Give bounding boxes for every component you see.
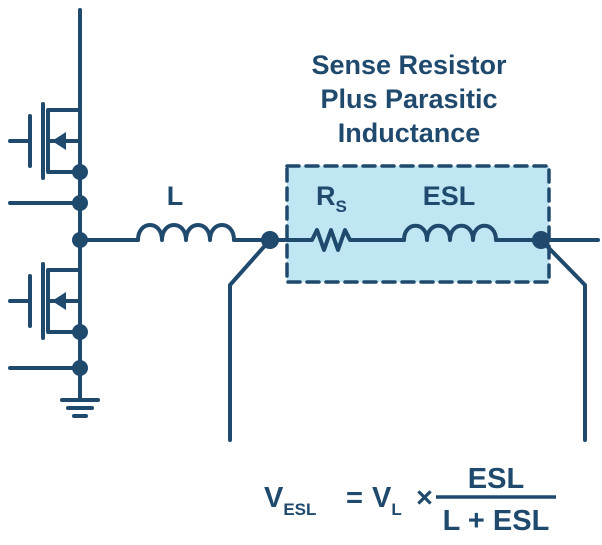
junction-dot	[72, 324, 88, 340]
junction-dots	[72, 164, 550, 376]
title-line-2: Plus Parasitic	[320, 84, 497, 114]
junction-dot	[72, 360, 88, 376]
junction-dot	[72, 232, 88, 248]
formula-equals: =	[346, 482, 363, 514]
low-side-mosfet	[8, 262, 82, 340]
junction-dot	[72, 164, 88, 180]
formula-denominator: L + ESL	[443, 505, 550, 537]
formula-lhs-sub: ESL	[283, 500, 316, 519]
sense-resistor	[301, 228, 406, 252]
sense-lead-right	[539, 238, 587, 442]
junction-dot	[532, 231, 550, 249]
esl-voltage-formula: VESL = VL × ESL L + ESL	[264, 463, 556, 537]
formula-rhs-sub: L	[391, 500, 401, 519]
inductor-label: L	[167, 181, 184, 211]
resistor-label: RS	[316, 181, 347, 216]
formula-lhs: VESL	[264, 482, 316, 519]
resistor-label-sub: S	[336, 197, 347, 216]
formula-rhs-main: V	[372, 482, 392, 514]
esl-label: ESL	[423, 181, 476, 211]
junction-dot	[261, 231, 279, 249]
title-line-1: Sense Resistor	[311, 50, 507, 80]
ground-icon	[60, 390, 100, 418]
formula-numerator: ESL	[468, 463, 524, 495]
sense-lead-left	[228, 238, 272, 442]
esl-coil	[402, 223, 498, 242]
formula-lhs-main: V	[264, 482, 284, 514]
resistor-label-main: R	[316, 181, 336, 211]
junction-dot	[72, 195, 88, 211]
title-line-3: Inductance	[338, 118, 481, 148]
inductor-coil	[136, 223, 236, 242]
formula-rhs: VL	[372, 482, 402, 519]
high-side-mosfet	[8, 102, 82, 180]
formula-times: ×	[416, 482, 433, 514]
